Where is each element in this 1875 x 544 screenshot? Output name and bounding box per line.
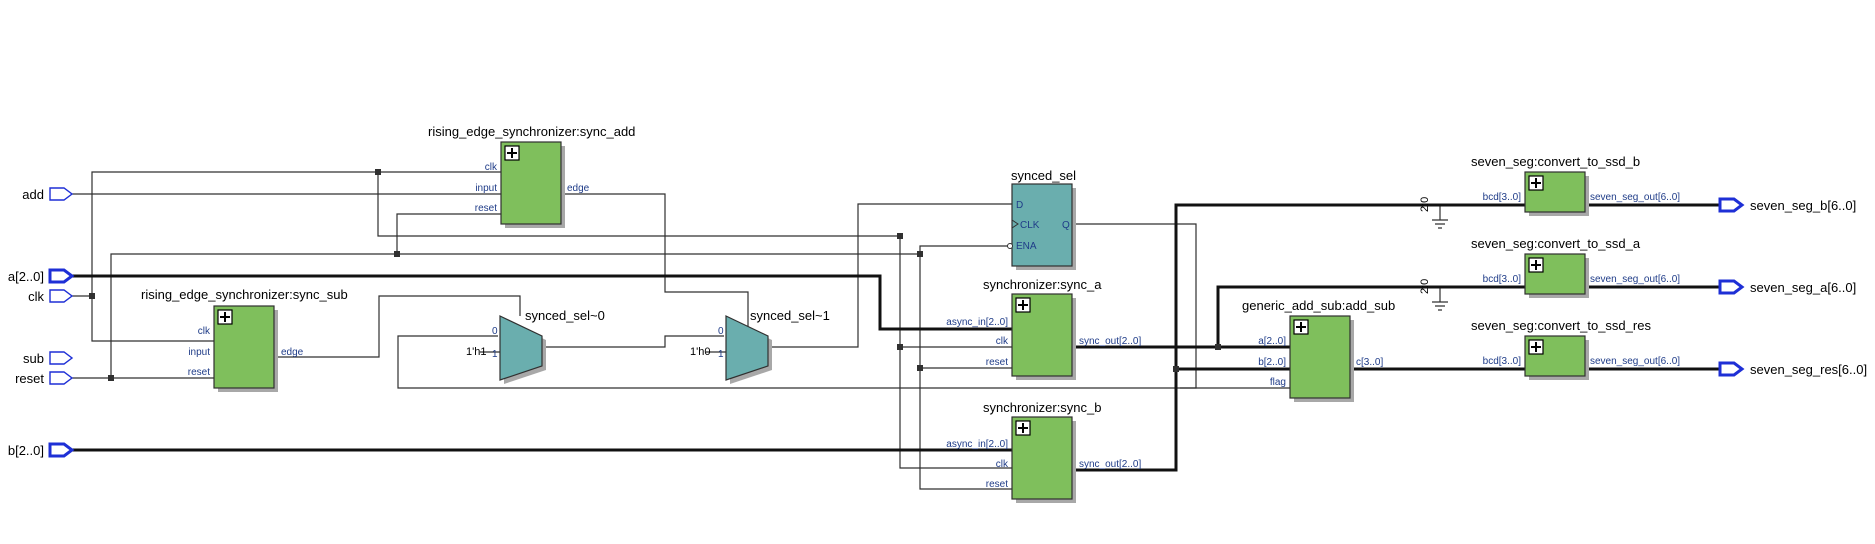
- bus-wires: [72, 203, 1720, 472]
- block-sync-add[interactable]: rising_edge_synchronizer:sync_add clk in…: [428, 124, 635, 228]
- svg-text:bcd[3..0]: bcd[3..0]: [1483, 192, 1522, 203]
- svg-text:async_in[2..0]: async_in[2..0]: [946, 439, 1008, 450]
- svg-text:reset: reset: [188, 367, 210, 378]
- block-title: rising_edge_synchronizer:sync_sub: [141, 287, 348, 302]
- svg-text:sync_out[2..0]: sync_out[2..0]: [1079, 459, 1141, 470]
- svg-text:1'h0: 1'h0: [690, 346, 710, 358]
- output-port-seven-seg-a[interactable]: seven_seg_a[6..0]: [1718, 279, 1856, 295]
- mux-title: synced_sel~1: [750, 308, 830, 323]
- input-port-add[interactable]: add: [22, 187, 74, 202]
- svg-text:async_in[2..0]: async_in[2..0]: [946, 317, 1008, 328]
- svg-text:edge: edge: [567, 183, 590, 194]
- block-title: generic_add_sub:add_sub: [1242, 298, 1395, 313]
- svg-text:ENA: ENA: [1016, 241, 1037, 252]
- output-port-seven-seg-b[interactable]: seven_seg_b[6..0]: [1718, 197, 1856, 213]
- block-synced-sel[interactable]: synced_sel D CLK ENA Q: [1007, 168, 1077, 270]
- svg-text:2:0: 2:0: [1419, 279, 1431, 294]
- svg-text:b[2..0]: b[2..0]: [1258, 357, 1286, 368]
- mux-synced-sel-1[interactable]: synced_sel~1 0 1 1'h0: [690, 308, 830, 384]
- block-sync-sub[interactable]: rising_edge_synchronizer:sync_sub clk in…: [141, 287, 348, 392]
- svg-text:a[2..0]: a[2..0]: [1258, 336, 1286, 347]
- port-label-seven-seg-b: seven_seg_b[6..0]: [1750, 198, 1856, 213]
- svg-text:bcd[3..0]: bcd[3..0]: [1483, 356, 1522, 367]
- ground-symbol-b: 2:0: [1419, 197, 1448, 229]
- svg-text:sync_out[2..0]: sync_out[2..0]: [1079, 336, 1141, 347]
- svg-text:c[3..0]: c[3..0]: [1356, 357, 1383, 368]
- block-title: synchronizer:sync_a: [983, 277, 1102, 292]
- input-port-b[interactable]: b[2..0]: [8, 442, 75, 458]
- output-port-seven-seg-res[interactable]: seven_seg_res[6..0]: [1718, 361, 1867, 377]
- block-add-sub[interactable]: generic_add_sub:add_sub a[2..0] b[2..0] …: [1242, 298, 1395, 402]
- mux-synced-sel-0[interactable]: synced_sel~0 0 1 1'h1: [466, 308, 605, 384]
- port-label-clk: clk: [28, 289, 44, 304]
- expand-icon[interactable]: [1296, 322, 1306, 332]
- input-port-a[interactable]: a[2..0]: [8, 268, 75, 284]
- block-title: seven_seg:convert_to_ssd_b: [1471, 154, 1640, 169]
- svg-text:seven_seg_out[6..0]: seven_seg_out[6..0]: [1590, 192, 1680, 203]
- port-label-add: add: [22, 187, 44, 202]
- block-ssd-res[interactable]: seven_seg:convert_to_ssd_res bcd[3..0] s…: [1471, 318, 1680, 380]
- expand-icon[interactable]: [1531, 178, 1541, 188]
- svg-text:1: 1: [718, 349, 724, 360]
- expand-icon[interactable]: [220, 312, 230, 322]
- svg-text:CLK: CLK: [1020, 220, 1040, 231]
- block-sync-b[interactable]: synchronizer:sync_b async_in[2..0] clk r…: [946, 400, 1141, 503]
- svg-text:clk: clk: [996, 459, 1009, 470]
- input-port-sub[interactable]: sub: [23, 351, 74, 366]
- svg-text:seven_seg_out[6..0]: seven_seg_out[6..0]: [1590, 274, 1680, 285]
- svg-text:2:0: 2:0: [1419, 197, 1431, 212]
- block-title: synced_sel: [1011, 168, 1076, 183]
- block-title: synchronizer:sync_b: [983, 400, 1102, 415]
- svg-text:reset: reset: [986, 357, 1008, 368]
- svg-text:clk: clk: [198, 326, 211, 337]
- expand-icon[interactable]: [1018, 300, 1028, 310]
- svg-text:clk: clk: [996, 336, 1009, 347]
- expand-icon[interactable]: [1018, 423, 1028, 433]
- junction-dots: [89, 169, 1221, 381]
- block-title: seven_seg:convert_to_ssd_res: [1471, 318, 1651, 333]
- svg-text:input: input: [475, 183, 497, 194]
- svg-text:bcd[3..0]: bcd[3..0]: [1483, 274, 1522, 285]
- svg-text:0: 0: [718, 326, 724, 337]
- block-title: rising_edge_synchronizer:sync_add: [428, 124, 635, 139]
- svg-text:reset: reset: [475, 203, 497, 214]
- input-port-reset[interactable]: reset: [15, 371, 74, 386]
- block-ssd-a[interactable]: seven_seg:convert_to_ssd_a bcd[3..0] sev…: [1471, 236, 1680, 298]
- svg-text:reset: reset: [986, 479, 1008, 490]
- mux-title: synced_sel~0: [525, 308, 605, 323]
- svg-text:D: D: [1016, 200, 1023, 211]
- ground-symbol-a: 2:0: [1419, 279, 1448, 311]
- port-label-sub: sub: [23, 351, 44, 366]
- svg-text:0: 0: [492, 326, 498, 337]
- block-title: seven_seg:convert_to_ssd_a: [1471, 236, 1641, 251]
- expand-icon[interactable]: [1531, 260, 1541, 270]
- input-port-clk[interactable]: clk: [28, 289, 74, 304]
- svg-text:clk: clk: [485, 162, 498, 173]
- svg-text:1: 1: [492, 349, 498, 360]
- svg-text:flag: flag: [1270, 377, 1286, 388]
- port-label-a: a[2..0]: [8, 269, 44, 284]
- block-ssd-b[interactable]: seven_seg:convert_to_ssd_b bcd[3..0] sev…: [1471, 154, 1680, 216]
- svg-text:Q: Q: [1062, 220, 1070, 231]
- port-label-reset: reset: [15, 371, 44, 386]
- svg-text:edge: edge: [281, 347, 304, 358]
- svg-text:1'h1: 1'h1: [466, 346, 486, 358]
- port-label-seven-seg-res: seven_seg_res[6..0]: [1750, 362, 1867, 377]
- svg-text:seven_seg_out[6..0]: seven_seg_out[6..0]: [1590, 356, 1680, 367]
- port-label-b: b[2..0]: [8, 443, 44, 458]
- block-sync-a[interactable]: synchronizer:sync_a async_in[2..0] clk r…: [946, 277, 1141, 380]
- port-label-seven-seg-a: seven_seg_a[6..0]: [1750, 280, 1856, 295]
- expand-icon[interactable]: [507, 148, 517, 158]
- expand-icon[interactable]: [1531, 342, 1541, 352]
- svg-text:input: input: [188, 347, 210, 358]
